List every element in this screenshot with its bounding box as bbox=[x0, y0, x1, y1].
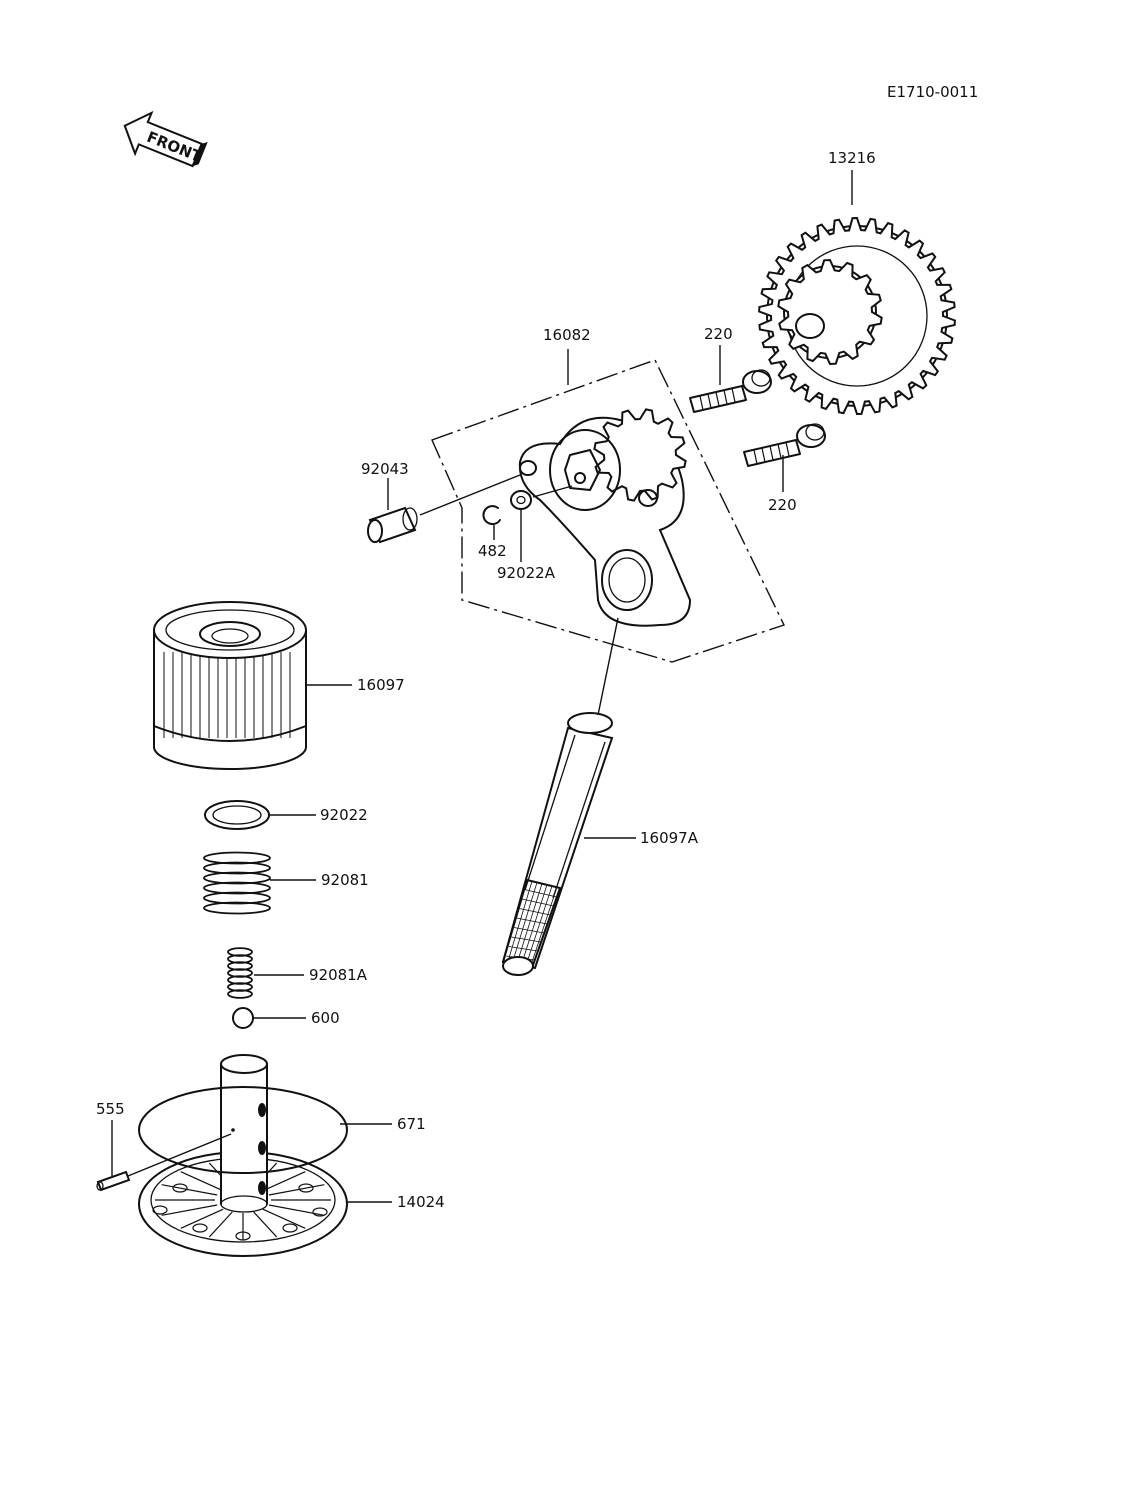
washer-small bbox=[510, 490, 532, 510]
filter-spring bbox=[203, 851, 271, 915]
label-220-lower: 220 bbox=[768, 496, 797, 514]
label-92081A: 92081A bbox=[309, 966, 368, 984]
label-92022: 92022 bbox=[320, 806, 368, 824]
label-16082: 16082 bbox=[543, 326, 591, 344]
roll-pin bbox=[96, 1170, 131, 1192]
cover-o-ring bbox=[138, 1086, 348, 1174]
bolt-upper bbox=[689, 369, 772, 413]
label-220-upper: 220 bbox=[704, 325, 733, 343]
front-arrow-icon: FRONT bbox=[123, 110, 208, 168]
label-92081: 92081 bbox=[321, 871, 369, 889]
label-16097: 16097 bbox=[357, 676, 405, 694]
bolt-lower bbox=[743, 423, 826, 467]
dowel-pin bbox=[367, 506, 418, 544]
label-13216: 13216 bbox=[828, 149, 876, 167]
circlip bbox=[482, 505, 501, 526]
filter-cover bbox=[138, 1054, 348, 1257]
label-671: 671 bbox=[397, 1115, 426, 1133]
label-92043: 92043 bbox=[361, 460, 409, 478]
label-92022A: 92022A bbox=[497, 564, 556, 582]
oil-filter bbox=[153, 601, 307, 770]
drive-gear bbox=[758, 216, 956, 416]
diagram-code: E1710-0011 bbox=[887, 83, 978, 101]
label-16097A: 16097A bbox=[640, 829, 699, 847]
label-555: 555 bbox=[96, 1100, 125, 1118]
relief-spring bbox=[227, 947, 253, 999]
o-ring bbox=[204, 800, 270, 830]
check-ball bbox=[232, 1007, 254, 1029]
pump-assembly-outline bbox=[431, 359, 785, 663]
label-600: 600 bbox=[311, 1009, 340, 1027]
oil-pump-body bbox=[518, 408, 692, 627]
label-14024: 14024 bbox=[397, 1193, 445, 1211]
label-482: 482 bbox=[478, 542, 507, 560]
oil-strainer bbox=[501, 712, 614, 976]
